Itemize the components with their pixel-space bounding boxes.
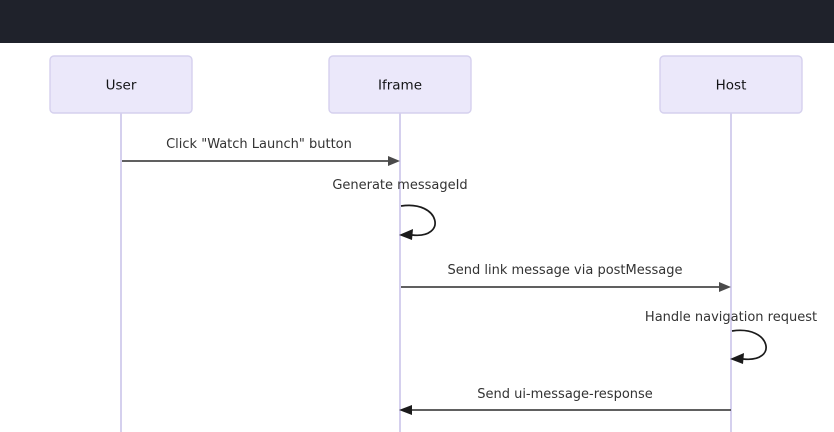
arrow-head-2: [399, 229, 413, 240]
top-bar: [0, 0, 834, 43]
arrow-head-4: [730, 353, 744, 364]
actor-label-host: Host: [716, 78, 747, 94]
message-4[interactable]: Handle navigation request: [645, 310, 817, 364]
message-loop-4: [731, 329, 767, 360]
message-label-1: Click "Watch Launch" button: [166, 137, 352, 152]
sequence-diagram: User Iframe Host Click "Watch Launch" bu…: [49, 55, 817, 432]
message-label-5: Send ui-message-response: [477, 387, 653, 402]
message-loop-2: [400, 204, 436, 236]
actor-host[interactable]: Host: [659, 55, 803, 114]
message-label-4: Handle navigation request: [645, 310, 817, 325]
actor-iframe[interactable]: Iframe: [328, 55, 472, 114]
actor-label-iframe: Iframe: [378, 78, 422, 94]
message-label-3: Send link message via postMessage: [447, 263, 682, 278]
actor-user[interactable]: User: [49, 55, 193, 114]
actor-box-iframe[interactable]: [328, 55, 472, 114]
actor-box-host[interactable]: [659, 55, 803, 114]
message-label-2: Generate messageId: [332, 178, 467, 193]
arrow-head-3: [719, 282, 731, 292]
message-5[interactable]: Send ui-message-response: [399, 387, 731, 415]
message-2[interactable]: Generate messageId: [332, 178, 468, 240]
diagram-canvas: User Iframe Host Click "Watch Launch" bu…: [0, 43, 834, 432]
message-3[interactable]: Send link message via postMessage: [401, 263, 731, 292]
actor-box-user[interactable]: [49, 55, 193, 114]
arrow-head-1: [388, 156, 400, 166]
actor-label-user: User: [106, 78, 137, 94]
message-1[interactable]: Click "Watch Launch" button: [122, 137, 400, 166]
arrow-head-5: [399, 405, 412, 415]
